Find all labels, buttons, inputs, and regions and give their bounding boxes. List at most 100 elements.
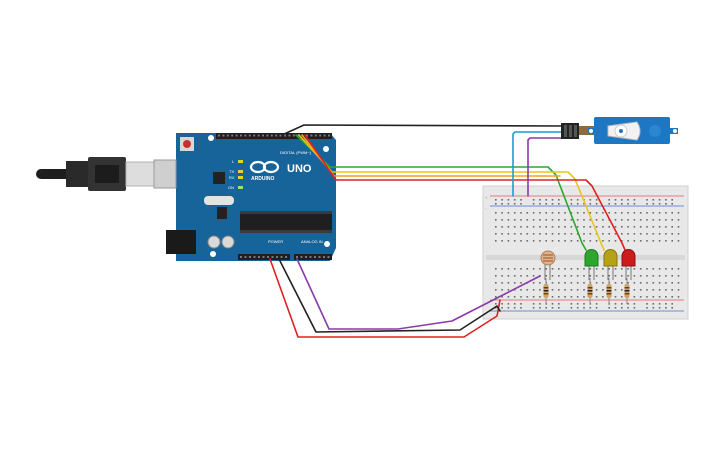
breadboard-hole[interactable] [558,275,560,277]
breadboard-hole[interactable] [495,233,497,235]
breadboard-hole[interactable] [633,233,636,235]
breadboard-hole[interactable] [677,240,680,242]
breadboard-hole[interactable] [608,268,610,270]
rail-hole[interactable] [507,199,510,201]
breadboard-hole[interactable] [646,296,648,298]
header-pin[interactable] [300,256,303,258]
rail-hole[interactable] [532,303,535,305]
breadboard-hole[interactable] [551,289,554,291]
rail-hole[interactable] [633,307,636,309]
breadboard-hole[interactable] [570,219,573,221]
rail-hole[interactable] [501,203,503,205]
breadboard-hole[interactable] [614,240,617,242]
breadboard-hole[interactable] [545,268,547,270]
rail-hole[interactable] [671,203,673,205]
breadboard-hole[interactable] [595,240,598,242]
resistor[interactable] [587,278,593,304]
breadboard-hole[interactable] [658,226,661,228]
rail-hole[interactable] [520,303,522,305]
breadboard-hole[interactable] [570,212,573,214]
breadboard-hole[interactable] [495,275,497,277]
led-red[interactable] [621,249,636,280]
header-pin[interactable] [270,134,273,137]
breadboard-hole[interactable] [595,226,598,228]
breadboard-hole[interactable] [652,212,655,214]
breadboard-hole[interactable] [526,240,529,242]
breadboard-hole[interactable] [520,240,522,242]
breadboard-hole[interactable] [520,233,522,235]
breadboard-hole[interactable] [551,275,554,277]
breadboard-hole[interactable] [627,268,629,270]
breadboard-hole[interactable] [671,212,673,214]
rail-hole[interactable] [621,199,623,201]
breadboard-hole[interactable] [564,219,566,221]
breadboard-hole[interactable] [658,282,661,284]
breadboard-hole[interactable] [526,296,529,298]
rail-hole[interactable] [627,303,629,305]
breadboard-hole[interactable] [639,282,642,284]
rail-hole[interactable] [614,199,617,201]
breadboard-hole[interactable] [495,240,497,242]
breadboard-hole[interactable] [576,296,579,298]
header-pin[interactable] [244,256,247,258]
wire-purple-a0[interactable] [296,258,541,330]
breadboard-hole[interactable] [507,289,510,291]
breadboard-hole[interactable] [614,296,617,298]
breadboard-hole[interactable] [677,212,680,214]
led-yellow[interactable] [603,249,618,280]
wire-red-led[interactable] [304,134,626,251]
breadboard-hole[interactable] [583,233,585,235]
rail-hole[interactable] [652,203,655,205]
rail-hole[interactable] [646,199,648,201]
breadboard-hole[interactable] [652,282,655,284]
rail-hole[interactable] [621,307,623,309]
breadboard-hole[interactable] [513,212,516,214]
breadboard-hole[interactable] [608,233,610,235]
rail-hole[interactable] [665,303,667,305]
rail-hole[interactable] [614,203,617,205]
breadboard-hole[interactable] [551,240,554,242]
breadboard-hole[interactable] [614,219,617,221]
rail-hole[interactable] [520,307,522,309]
breadboard-hole[interactable] [545,212,547,214]
rail-hole[interactable] [665,203,667,205]
header-pin[interactable] [305,256,307,258]
rail-hole[interactable] [671,303,673,305]
header-pin[interactable] [323,256,325,258]
rail-hole[interactable] [513,203,516,205]
breadboard-hole[interactable] [671,240,673,242]
breadboard-hole[interactable] [526,212,529,214]
rail-hole[interactable] [501,199,503,201]
rail-hole[interactable] [545,199,547,201]
breadboard-hole[interactable] [646,226,648,228]
breadboard-hole[interactable] [602,289,604,291]
rail-hole[interactable] [627,199,629,201]
rail-hole[interactable] [532,199,535,201]
breadboard-hole[interactable] [665,212,667,214]
breadboard-hole[interactable] [646,289,648,291]
header-pin[interactable] [328,134,330,137]
breadboard-hole[interactable] [639,268,642,270]
header-pin[interactable] [319,134,322,137]
header-pin[interactable] [262,256,265,258]
rail-hole[interactable] [633,303,636,305]
breadboard-hole[interactable] [576,219,579,221]
breadboard-hole[interactable] [558,226,560,228]
breadboard-hole[interactable] [658,268,661,270]
breadboard-hole[interactable] [551,268,554,270]
header-pin[interactable] [276,256,278,258]
breadboard-hole[interactable] [658,296,661,298]
rail-hole[interactable] [539,303,541,305]
rail-hole[interactable] [583,303,585,305]
header-pin[interactable] [297,134,300,137]
header-pin[interactable] [314,134,317,137]
rail-hole[interactable] [633,203,636,205]
breadboard-hole[interactable] [658,212,661,214]
breadboard-hole[interactable] [658,289,661,291]
breadboard-hole[interactable] [501,233,503,235]
rail-hole[interactable] [539,203,541,205]
breadboard-hole[interactable] [513,233,516,235]
rail-hole[interactable] [495,307,497,309]
breadboard-hole[interactable] [614,275,617,277]
breadboard-hole[interactable] [671,282,673,284]
